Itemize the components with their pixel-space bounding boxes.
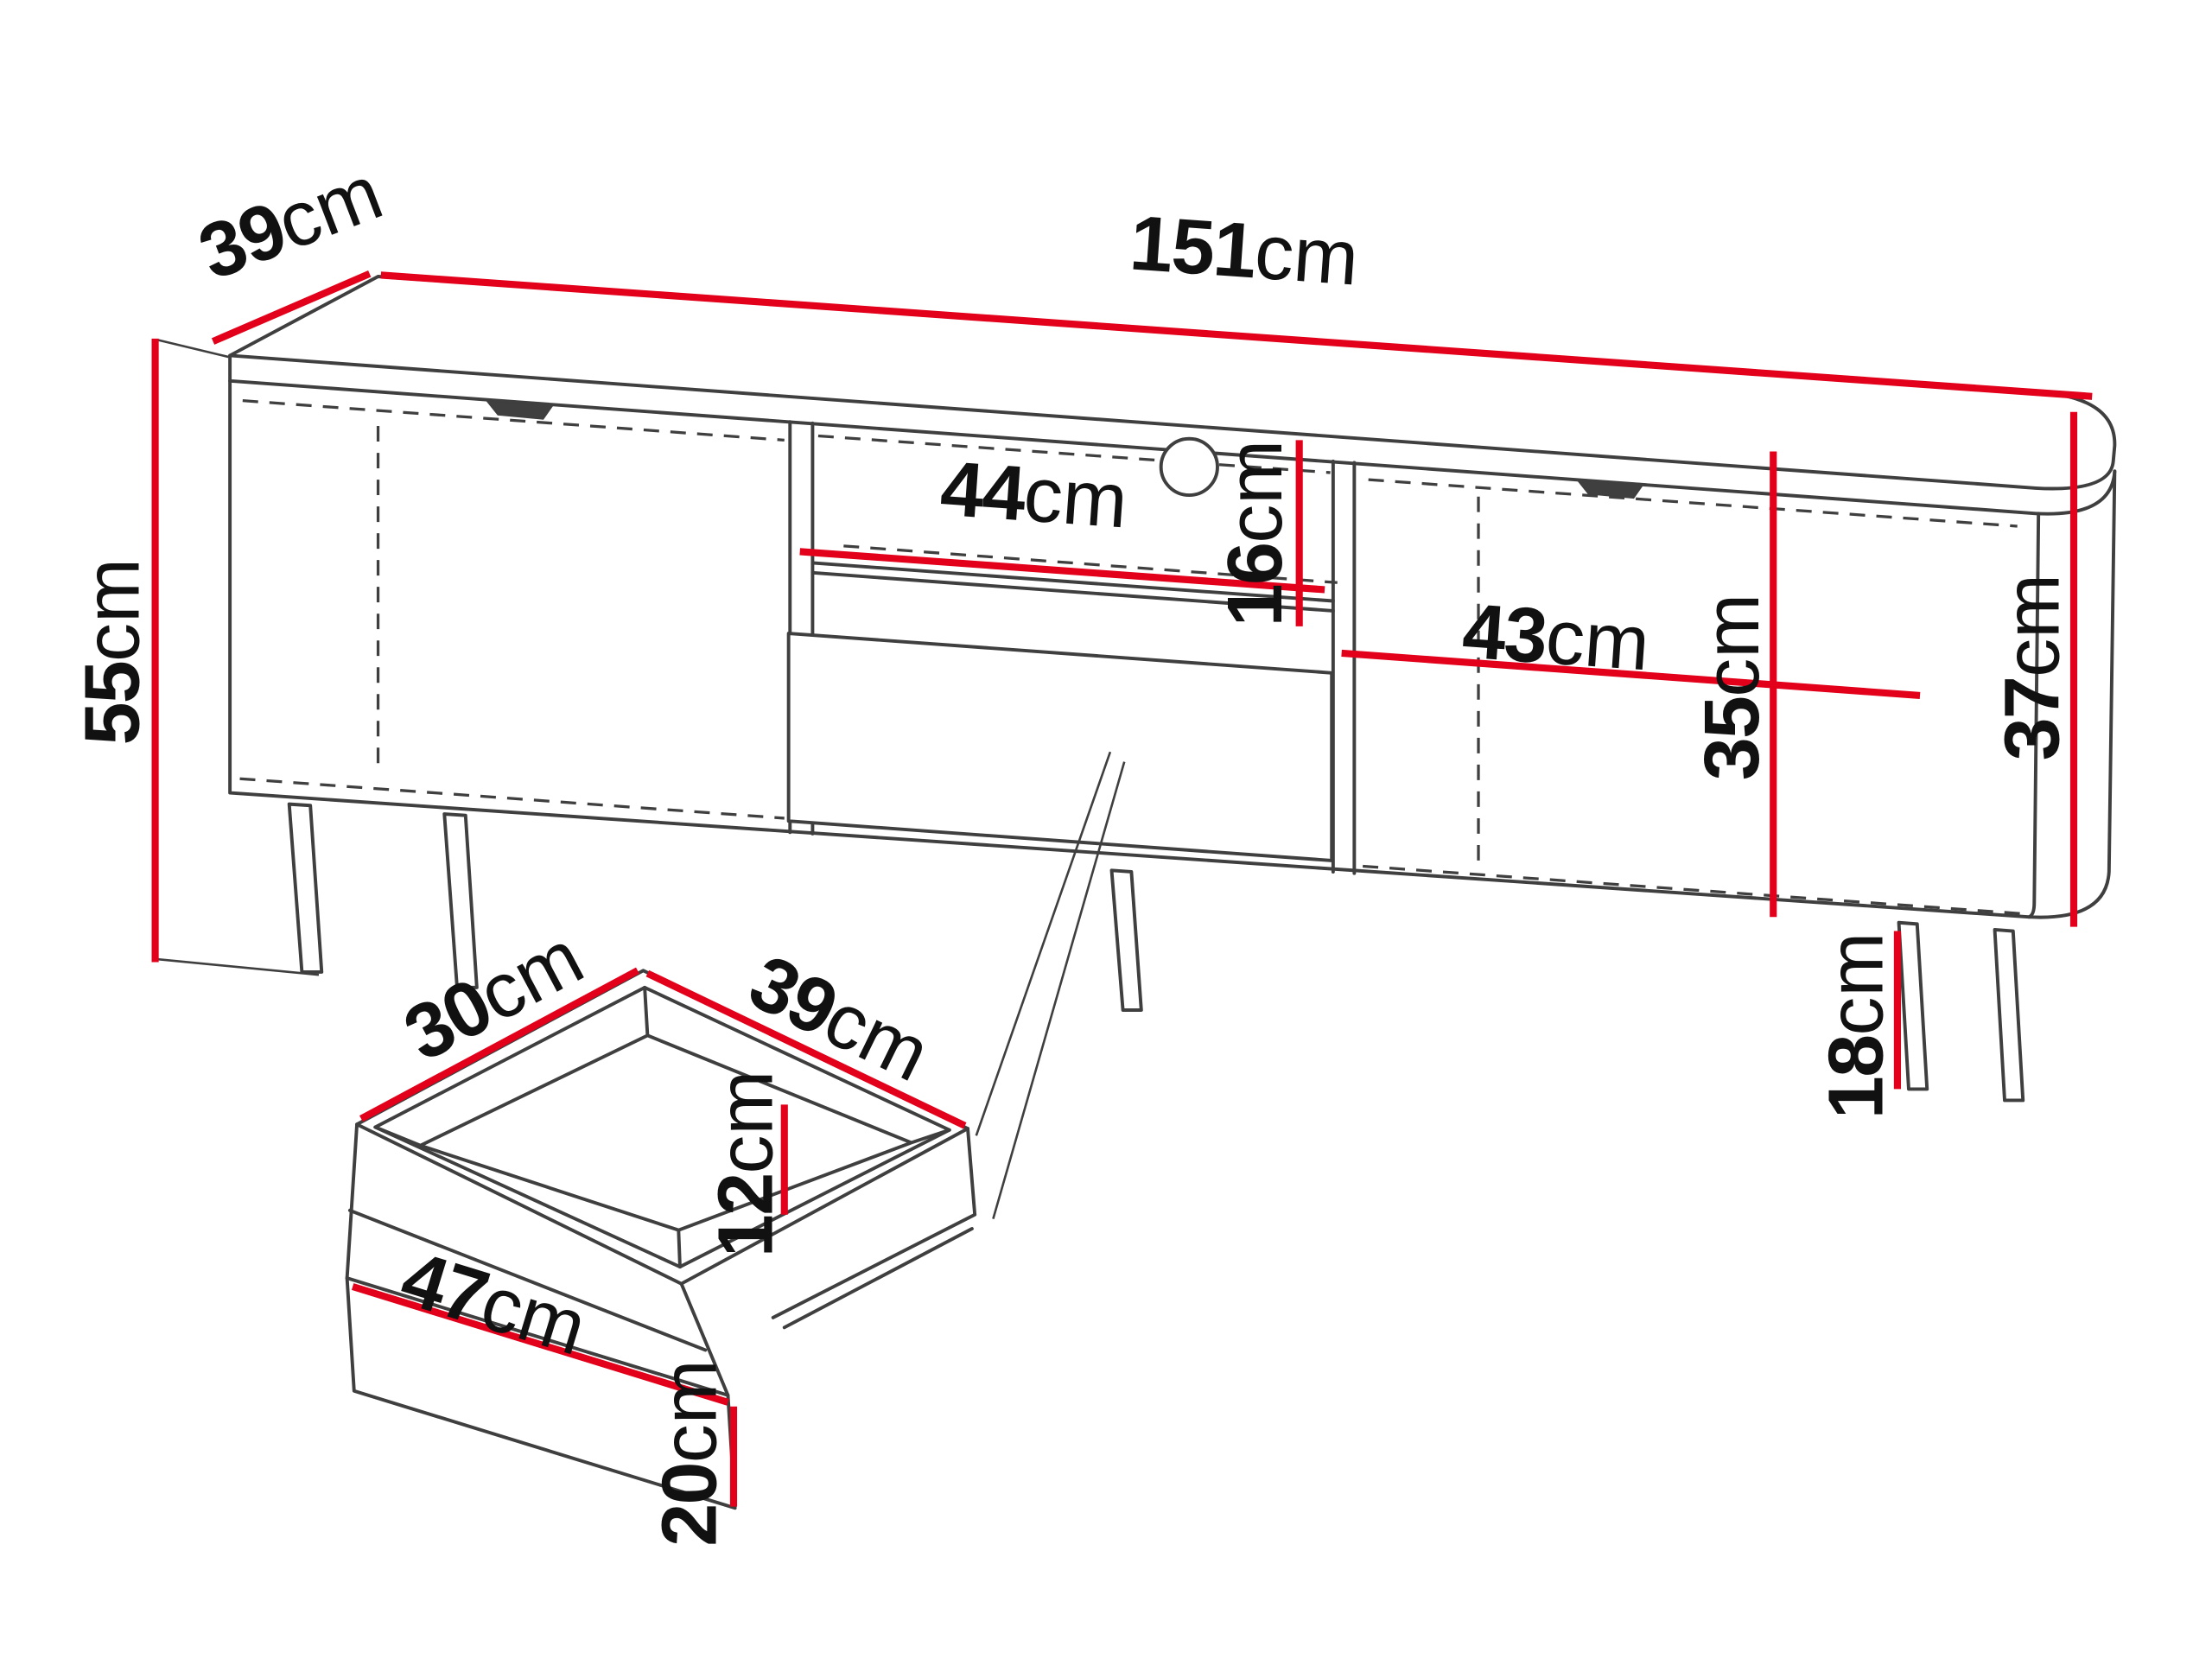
dim-unit: cm (703, 1071, 790, 1174)
dim-label-leg-height: 18cm (1814, 932, 1900, 1119)
dim-value: 43 (1459, 588, 1548, 680)
dim-line-width (380, 271, 2093, 400)
dim-value: 44 (938, 446, 1028, 538)
dim-value: 55 (70, 662, 156, 746)
dim-value: 35 (1689, 697, 1776, 781)
dim-value: 16 (1212, 543, 1299, 627)
drawer-callout-line (975, 751, 1126, 1219)
extension-lines (157, 339, 320, 976)
dim-label-drawer-interior-height: 12cm (703, 1071, 790, 1257)
dim-line-drawer-depth (359, 967, 639, 1122)
dim-line-drawer-width (645, 969, 967, 1129)
dim-label-width: 151cm (1128, 200, 1362, 302)
dim-label-niche-height: 16cm (1212, 440, 1299, 626)
dim-label-interior-height: 37cm (1990, 574, 2076, 760)
dim-value: 37 (1990, 677, 2076, 761)
dim-unit: cm (70, 558, 156, 662)
dim-line-right-compartment-width (1341, 649, 1921, 699)
drawer-front-panel (345, 1276, 737, 1510)
cabinet-body-outline (228, 378, 2117, 919)
connector-lines (975, 751, 1126, 1219)
cabinet-top-thickness (228, 353, 2117, 516)
cabinet-drawing (157, 275, 2117, 1103)
dim-line-niche-width (799, 548, 1325, 594)
cabinet-drawer-front (786, 632, 1334, 862)
dim-unit: cm (1252, 209, 1361, 302)
dimension-lines (151, 270, 2093, 1507)
cabinet-dividers (788, 420, 1357, 875)
dimension-labels: 39cm 151cm 55cm 44cm 16cm 43cm 35cm 37cm… (70, 149, 2076, 1547)
drawer-side-wall (771, 1127, 977, 1330)
dim-value: 20 (646, 1463, 733, 1547)
drawer-floor (373, 985, 951, 1269)
dim-unit: cm (1212, 440, 1299, 543)
dim-unit: cm (1990, 574, 2076, 677)
dim-label-height: 55cm (70, 558, 156, 745)
dim-value: 18 (1814, 1035, 1900, 1119)
cabinet-shelf (810, 561, 1335, 613)
dim-unit: cm (1814, 932, 1900, 1036)
dim-line-drawer-front-width (351, 1283, 729, 1406)
dim-unit: cm (1689, 594, 1776, 697)
dim-label-drawer-front-height: 20cm (646, 1359, 733, 1546)
dim-value: 12 (703, 1173, 790, 1257)
cable-hole (1159, 436, 1219, 498)
dim-unit: cm (646, 1359, 733, 1463)
drawer-front-band (345, 1122, 730, 1397)
hidden-edge-lines (239, 399, 2029, 916)
dim-label-niche-width: 44cm (938, 446, 1130, 545)
dim-label-right-compartment-width: 43cm (1459, 588, 1652, 688)
dim-label-right-compartment-height: 35cm (1689, 594, 1776, 780)
drawer-drawing (345, 969, 977, 1510)
door-handle-cutouts (485, 399, 1645, 499)
dim-unit: cm (1543, 594, 1652, 687)
dim-unit: cm (1021, 451, 1130, 544)
dim-value: 151 (1128, 200, 1259, 296)
cabinet-legs (287, 802, 2025, 1103)
dim-line-depth (211, 270, 372, 345)
